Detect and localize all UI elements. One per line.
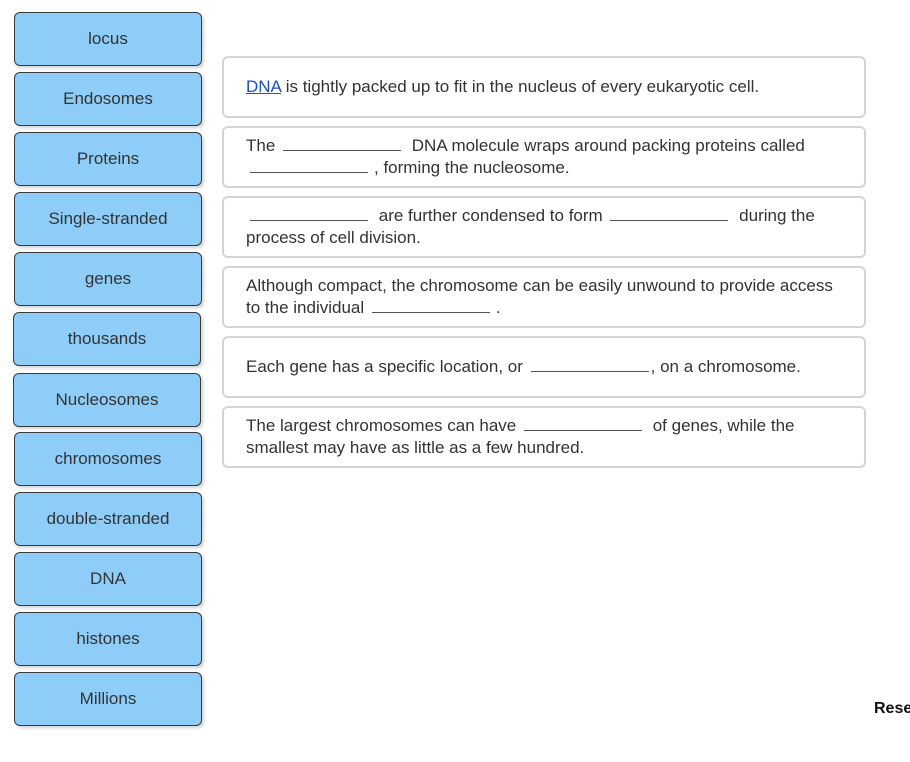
sentence-1-text: DNA is tightly packed up to fit in the n…: [246, 76, 759, 98]
term-tile-thousands[interactable]: thousands: [13, 312, 201, 366]
term-tile-chromosomes[interactable]: chromosomes: [14, 432, 202, 486]
drop-target-5a[interactable]: [530, 356, 649, 372]
sentence-2-part-b: DNA molecule wraps around packing protei…: [411, 136, 805, 155]
drop-target-2b[interactable]: [250, 157, 368, 173]
sentence-5-part-a: Each gene has a specific location, or: [246, 357, 523, 376]
term-tile-proteins[interactable]: Proteins: [14, 132, 202, 186]
sentence-box-5: Each gene has a specific location, or , …: [222, 336, 866, 398]
sentence-6-part-b: of genes, while the smallest may have as…: [246, 416, 795, 457]
sentence-2-part-a: The: [246, 136, 276, 155]
sentence-3-part-a: are further condensed to form: [378, 206, 603, 225]
drop-target-4a[interactable]: [371, 297, 490, 313]
term-tile-nucleosomes[interactable]: Nucleosomes: [13, 373, 201, 427]
sentence-6-part-a: The largest chromosomes can have: [246, 416, 517, 435]
reset-button[interactable]: Reset: [874, 700, 910, 717]
term-tile-histones[interactable]: histones: [14, 612, 202, 666]
sentence-5-text: Each gene has a specific location, or , …: [246, 356, 801, 378]
sentence-box-2: The DNA molecule wraps around packing pr…: [222, 126, 866, 188]
sentence-3-part-b: during the process of cell division.: [246, 206, 815, 247]
dna-link[interactable]: DNA: [246, 77, 281, 96]
drop-target-3b[interactable]: [610, 205, 729, 221]
term-tile-millions[interactable]: Millions: [14, 672, 202, 726]
sentence-box-3: are further condensed to form during the…: [222, 196, 866, 258]
term-tile-genes[interactable]: genes: [14, 252, 202, 306]
sentence-4-part-a: Although compact, the chromosome can be …: [246, 276, 833, 317]
term-tile-endosomes[interactable]: Endosomes: [14, 72, 202, 126]
term-tile-single-stranded[interactable]: Single-stranded: [14, 192, 202, 246]
sentence-1-rest: is tightly packed up to fit in the nucle…: [280, 77, 760, 96]
sentence-box-6: The largest chromosomes can have of gene…: [222, 406, 866, 468]
term-tile-dna[interactable]: DNA: [14, 552, 202, 606]
sentence-2-part-c: , forming the nucleosome.: [374, 158, 570, 177]
drop-target-3a[interactable]: [250, 205, 368, 221]
sentence-5-part-b: , on a chromosome.: [650, 357, 801, 376]
term-tile-locus[interactable]: locus: [14, 12, 202, 66]
drop-target-6a[interactable]: [523, 415, 642, 431]
sentence-4-part-b: .: [495, 298, 501, 317]
drop-target-2a[interactable]: [283, 135, 402, 151]
sentence-box-1: DNA is tightly packed up to fit in the n…: [222, 56, 866, 118]
sentence-box-4: Although compact, the chromosome can be …: [222, 266, 866, 328]
term-tile-double-stranded[interactable]: double-stranded: [14, 492, 202, 546]
